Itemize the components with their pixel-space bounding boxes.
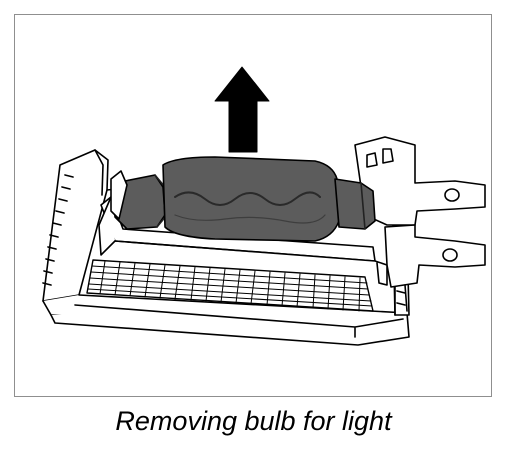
arrow-up-icon xyxy=(214,66,270,153)
lens-grid xyxy=(86,259,374,312)
illustration-frame xyxy=(14,14,492,397)
terminal-contacts xyxy=(354,136,486,316)
festoon-bulb-icon xyxy=(110,156,376,242)
figure-caption: Removing bulb for light xyxy=(115,406,392,436)
light-housing-diagram xyxy=(42,66,486,346)
